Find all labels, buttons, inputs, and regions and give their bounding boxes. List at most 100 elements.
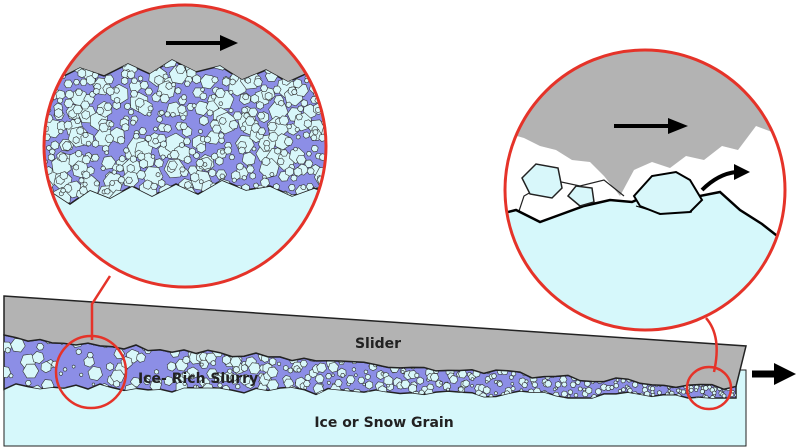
ice-grain	[136, 352, 146, 363]
ice-grain	[44, 60, 52, 68]
ice-grain	[123, 102, 132, 110]
ice-grain	[316, 362, 327, 373]
ice-grain	[118, 155, 126, 163]
ice-grain	[108, 121, 115, 128]
slider-label: Slider	[355, 336, 401, 352]
ice-grain	[613, 382, 619, 389]
ice-grain	[264, 91, 273, 101]
right-arrow-icon	[614, 118, 688, 134]
ice-grain	[325, 373, 332, 380]
ice-grain	[181, 370, 190, 380]
ice-grain	[91, 382, 96, 386]
ice-grain	[591, 393, 597, 398]
ice-grain	[357, 376, 366, 384]
lifting-grain	[632, 170, 704, 216]
ice-grain	[36, 342, 45, 351]
ice-grain	[62, 367, 68, 372]
ice-grain	[235, 383, 241, 390]
ice-grain	[163, 124, 172, 133]
ice-grain	[153, 126, 158, 132]
ice-grain	[699, 388, 705, 395]
ice-grain	[210, 360, 217, 367]
ice-grain	[365, 380, 374, 390]
ice-grain	[605, 385, 612, 391]
ice-grain	[100, 165, 106, 171]
ice-grain	[709, 395, 716, 398]
ice-grain	[552, 387, 557, 392]
ice-grain	[313, 206, 319, 212]
ice-grain	[287, 367, 294, 374]
ice-grain	[218, 137, 225, 144]
ice-grain	[74, 117, 82, 124]
ice-grain	[268, 357, 277, 366]
ice-grain	[267, 122, 278, 132]
ice-grain	[283, 137, 294, 147]
ice-grain	[292, 78, 303, 89]
ice-grain	[332, 120, 342, 129]
ice-grain	[101, 155, 116, 170]
ice-grain	[241, 106, 248, 114]
ice-grain	[439, 380, 443, 385]
ice-grain	[650, 385, 656, 392]
ice-grain	[54, 108, 63, 118]
ice-grain	[414, 372, 420, 379]
ice-grain	[56, 60, 66, 63]
ice-grain	[219, 173, 226, 179]
ice-grain	[86, 352, 94, 359]
ice-grain	[58, 371, 64, 376]
ice-grain	[73, 78, 80, 86]
ice-grain	[186, 366, 199, 380]
ice-grain	[157, 179, 166, 188]
ice-grain	[230, 170, 241, 181]
ice-grain	[169, 150, 180, 160]
ice-grain	[721, 393, 727, 398]
ice-grain	[676, 388, 681, 393]
ice-grain	[333, 151, 343, 162]
ice-grain	[251, 146, 257, 152]
ice-grain	[210, 93, 217, 100]
ice-grain	[702, 385, 709, 391]
ice-grain	[137, 75, 144, 82]
ice-grain	[694, 388, 698, 393]
ice-grain	[144, 87, 153, 96]
ice-grain	[232, 365, 240, 374]
ice-grain	[95, 106, 105, 115]
ice-grain	[305, 183, 314, 190]
ice-grain	[328, 94, 335, 101]
ice-grain	[215, 156, 224, 166]
right-arrow-icon	[166, 35, 238, 51]
ice-grain	[283, 364, 289, 371]
ice-grain	[79, 78, 88, 86]
ice-grain	[567, 389, 574, 395]
ice-grain	[171, 82, 177, 88]
ice-grain	[295, 113, 303, 121]
ice-grain	[223, 146, 233, 155]
ice-grain	[113, 380, 121, 388]
ice-grain	[182, 381, 187, 386]
ice-grain	[256, 101, 264, 110]
ice-grain	[51, 71, 60, 80]
ice-grain	[129, 119, 137, 126]
ice-grain	[272, 85, 282, 94]
ice-grain	[75, 149, 83, 158]
ice-grain	[688, 387, 694, 393]
ice-grain	[211, 76, 219, 84]
ice-grain	[159, 93, 170, 104]
ice-grain	[170, 111, 176, 118]
ice-grain	[202, 162, 208, 167]
ice-grain	[228, 119, 239, 130]
ice-grain	[236, 162, 244, 171]
ice-grain	[136, 170, 147, 180]
ice-grain	[128, 108, 135, 116]
ice-grain	[90, 153, 100, 162]
ice-grain	[104, 134, 115, 144]
ice-grain	[228, 107, 234, 114]
ice-grain	[182, 355, 191, 365]
ice-grain	[228, 89, 234, 95]
ice-grain	[248, 107, 259, 117]
ice-grain	[121, 76, 129, 85]
ice-grain	[496, 381, 503, 388]
ice-grain	[241, 174, 247, 181]
ice-grain	[280, 149, 289, 157]
ice-grain	[160, 140, 167, 148]
